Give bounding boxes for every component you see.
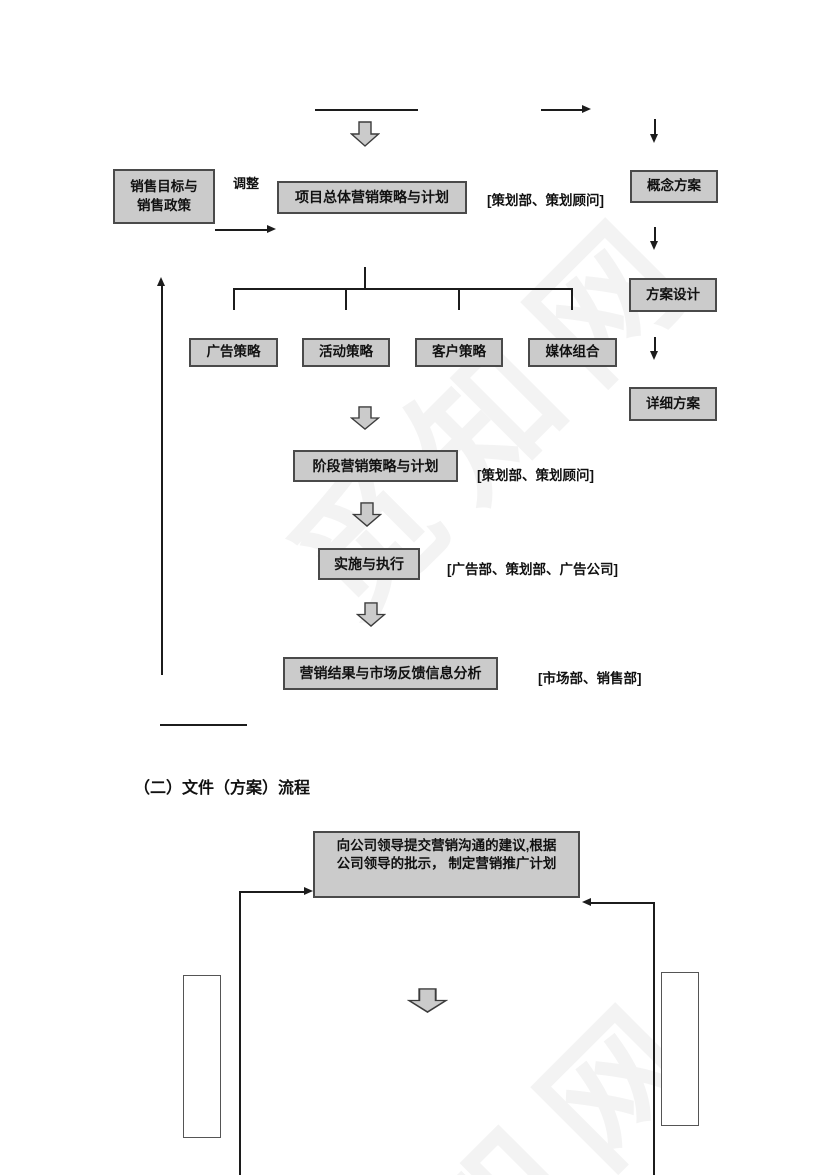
down-block-arrow-icon (352, 502, 382, 527)
connector-line (239, 891, 241, 1175)
adjust-label: 调整 (233, 176, 260, 191)
down-arrowhead-icon (650, 134, 659, 143)
down-arrowhead-icon (650, 351, 659, 360)
up-arrowhead-icon (157, 277, 165, 286)
connector-line (654, 337, 656, 352)
implement-box: 实施与执行 (318, 548, 420, 580)
right-arrowhead-icon (267, 225, 276, 234)
feedback-bottom-line (160, 724, 247, 726)
concept-box: 概念方案 (630, 170, 718, 203)
stage-strategy-annotation: [策划部、策划顾问] (477, 468, 594, 483)
connector-line (654, 227, 656, 242)
left-arrowhead-icon (582, 898, 591, 907)
connector-line (590, 902, 654, 904)
overall-strategy-box: 项目总体营销策略与计划 (277, 181, 467, 214)
down-block-arrow-icon (350, 121, 380, 147)
implement-annotation: [广告部、策划部、广告公司] (447, 562, 618, 577)
connector-line (215, 229, 268, 231)
strategy-box-advertising: 广告策略 (189, 338, 278, 367)
right-arrowhead-icon (304, 887, 313, 896)
down-block-arrow-icon (407, 988, 448, 1013)
connector-line (653, 902, 655, 1175)
tree-drop-line (571, 288, 573, 310)
tree-branch-line (233, 288, 573, 290)
left-empty-box (183, 975, 221, 1138)
tree-drop-line (345, 288, 347, 310)
detail-box: 详细方案 (629, 387, 717, 421)
down-arrowhead-icon (650, 241, 659, 250)
strategy-box-customer: 客户策略 (415, 338, 503, 367)
right-empty-box (661, 972, 699, 1126)
down-block-arrow-icon (350, 406, 380, 430)
section-heading: （二）文件（方案）流程 (134, 780, 311, 797)
down-block-arrow-icon (356, 602, 386, 627)
stage-strategy-box: 阶段营销策略与计划 (293, 450, 458, 482)
sales-policy-box: 销售目标与 销售政策 (113, 169, 215, 224)
overall-strategy-annotation: [策划部、策划顾问] (487, 193, 604, 208)
connector-line (239, 891, 305, 893)
connector-line (654, 119, 656, 135)
connector-line (541, 109, 583, 111)
strategy-box-activity: 活动策略 (302, 338, 390, 367)
right-arrowhead-icon (582, 105, 591, 114)
strategy-box-media: 媒体组合 (528, 338, 617, 367)
tree-drop-line (458, 288, 460, 310)
submit-plan-box: 向公司领导提交营销沟通的建议,根据 公司领导的批示， 制定营销推广计划 (313, 831, 580, 898)
result-annotation: [市场部、销售部] (538, 671, 642, 686)
design-box: 方案设计 (629, 278, 717, 312)
top-loop-line (315, 109, 418, 111)
tree-drop-line (233, 288, 235, 310)
result-box: 营销结果与市场反馈信息分析 (283, 657, 498, 690)
tree-stem-line (364, 267, 366, 289)
feedback-line (161, 285, 163, 675)
